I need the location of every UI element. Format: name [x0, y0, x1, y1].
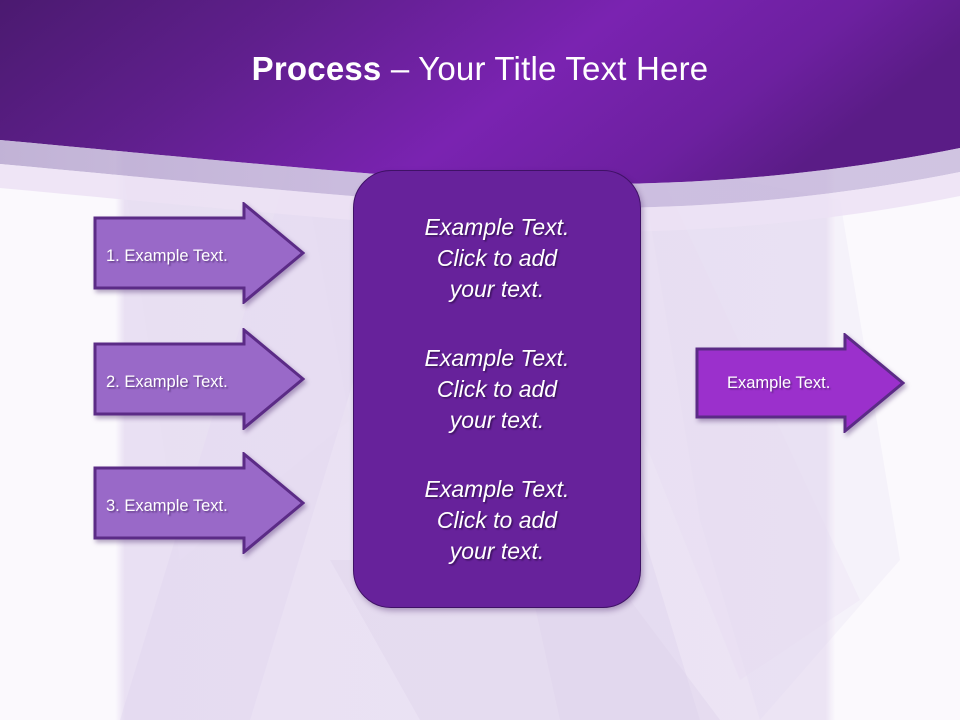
- panel-text-block-3-line-1: Example Text.: [424, 475, 570, 502]
- outcome-arrow[interactable]: [695, 333, 905, 433]
- arrow-right-shape-icon: [93, 328, 305, 430]
- center-content-panel[interactable]: Example Text. Click to add your text. Ex…: [353, 170, 641, 608]
- arrow-right-shape-icon: [93, 452, 305, 554]
- slide-title-bold: Process: [251, 50, 382, 87]
- panel-text-block-1-line-2: Click to add: [436, 244, 558, 271]
- panel-text-block-1-line-1: Example Text.: [424, 213, 570, 240]
- panel-text-block-1-line-3: your text.: [449, 275, 545, 302]
- process-arrow-3[interactable]: [93, 452, 305, 554]
- panel-text-block-2-line-1: Example Text.: [424, 344, 570, 371]
- panel-text-block-1: Example Text. Click to add your text.: [354, 212, 640, 305]
- panel-text-block-2: Example Text. Click to add your text.: [354, 343, 640, 436]
- panel-text-block-2-line-2: Click to add: [436, 375, 558, 402]
- slide-title: Process – Your Title Text Here: [0, 48, 960, 90]
- panel-text-block-2-line-3: your text.: [449, 406, 545, 433]
- arrow-right-shape-icon: [93, 202, 305, 304]
- process-arrow-2[interactable]: [93, 328, 305, 430]
- slide-title-rest: – Your Title Text Here: [381, 50, 709, 87]
- panel-text-block-3: Example Text. Click to add your text.: [354, 474, 640, 567]
- arrow-right-shape-icon: [695, 333, 905, 433]
- panel-text-block-3-line-3: your text.: [449, 537, 545, 564]
- process-arrow-1[interactable]: [93, 202, 305, 304]
- panel-text-block-3-line-2: Click to add: [436, 506, 558, 533]
